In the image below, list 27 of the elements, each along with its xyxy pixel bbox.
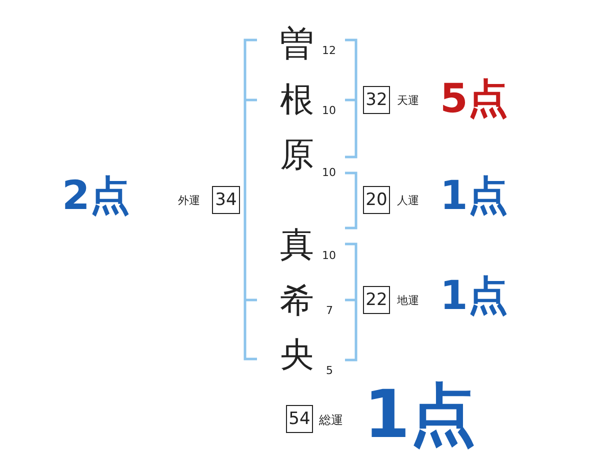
- name-character: 根: [280, 83, 314, 117]
- fortune-number-box: 34: [212, 186, 240, 214]
- fortune-number-box: 20: [363, 186, 390, 214]
- fortune-label: 人運: [397, 195, 419, 206]
- score-text: 2点: [62, 176, 130, 216]
- score-text: 5点: [440, 79, 508, 119]
- score-text: 1点: [364, 382, 476, 448]
- score-text: 1点: [440, 176, 508, 216]
- name-character: 真: [280, 228, 314, 262]
- fortune-label: 地運: [397, 295, 419, 306]
- name-character: 希: [280, 284, 314, 318]
- fortune-number-box: 32: [363, 86, 390, 114]
- name-character: 曽: [280, 27, 314, 61]
- stroke-count: 10: [322, 167, 336, 178]
- fortune-label: 総運: [319, 414, 343, 426]
- fortune-label: 外運: [178, 195, 200, 206]
- fortune-number-box: 54: [286, 405, 313, 433]
- score-text: 1点: [440, 276, 508, 316]
- stroke-count: 10: [322, 105, 336, 116]
- stroke-count: 7: [326, 305, 333, 316]
- name-character: 原: [280, 138, 314, 172]
- name-character: 央: [280, 338, 314, 372]
- fortune-label: 天運: [397, 95, 419, 106]
- stroke-count: 12: [322, 45, 336, 56]
- fortune-number-box: 22: [363, 286, 390, 314]
- stroke-count: 10: [322, 250, 336, 261]
- stroke-count: 5: [326, 365, 333, 376]
